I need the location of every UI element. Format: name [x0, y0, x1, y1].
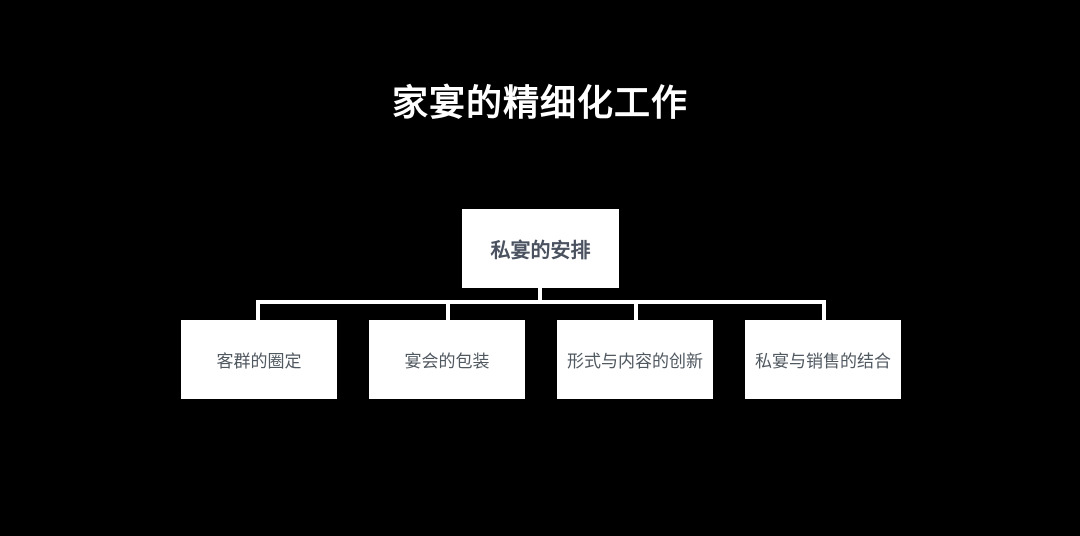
slide-title: 家宴的精细化工作 — [391, 83, 688, 124]
connector-drop-3 — [634, 300, 638, 320]
connector-drop-2 — [446, 300, 450, 320]
child-node-label: 私宴与销售的结合 — [755, 352, 891, 372]
connector-drop-4 — [822, 300, 826, 320]
child-node-3: 形式与内容的创新 — [557, 320, 713, 399]
child-node-2: 宴会的包装 — [369, 320, 525, 399]
connector-root-stem — [538, 288, 542, 302]
root-node-label: 私宴的安排 — [490, 238, 591, 262]
root-node: 私宴的安排 — [462, 209, 619, 288]
child-node-1: 客群的圈定 — [181, 320, 337, 399]
child-node-label: 宴会的包装 — [404, 352, 490, 372]
child-node-label: 客群的圈定 — [216, 352, 302, 372]
connector-drop-1 — [256, 300, 260, 320]
child-node-label: 形式与内容的创新 — [567, 352, 703, 372]
child-node-4: 私宴与销售的结合 — [745, 320, 901, 399]
connector-horizontal-bar — [256, 300, 826, 304]
